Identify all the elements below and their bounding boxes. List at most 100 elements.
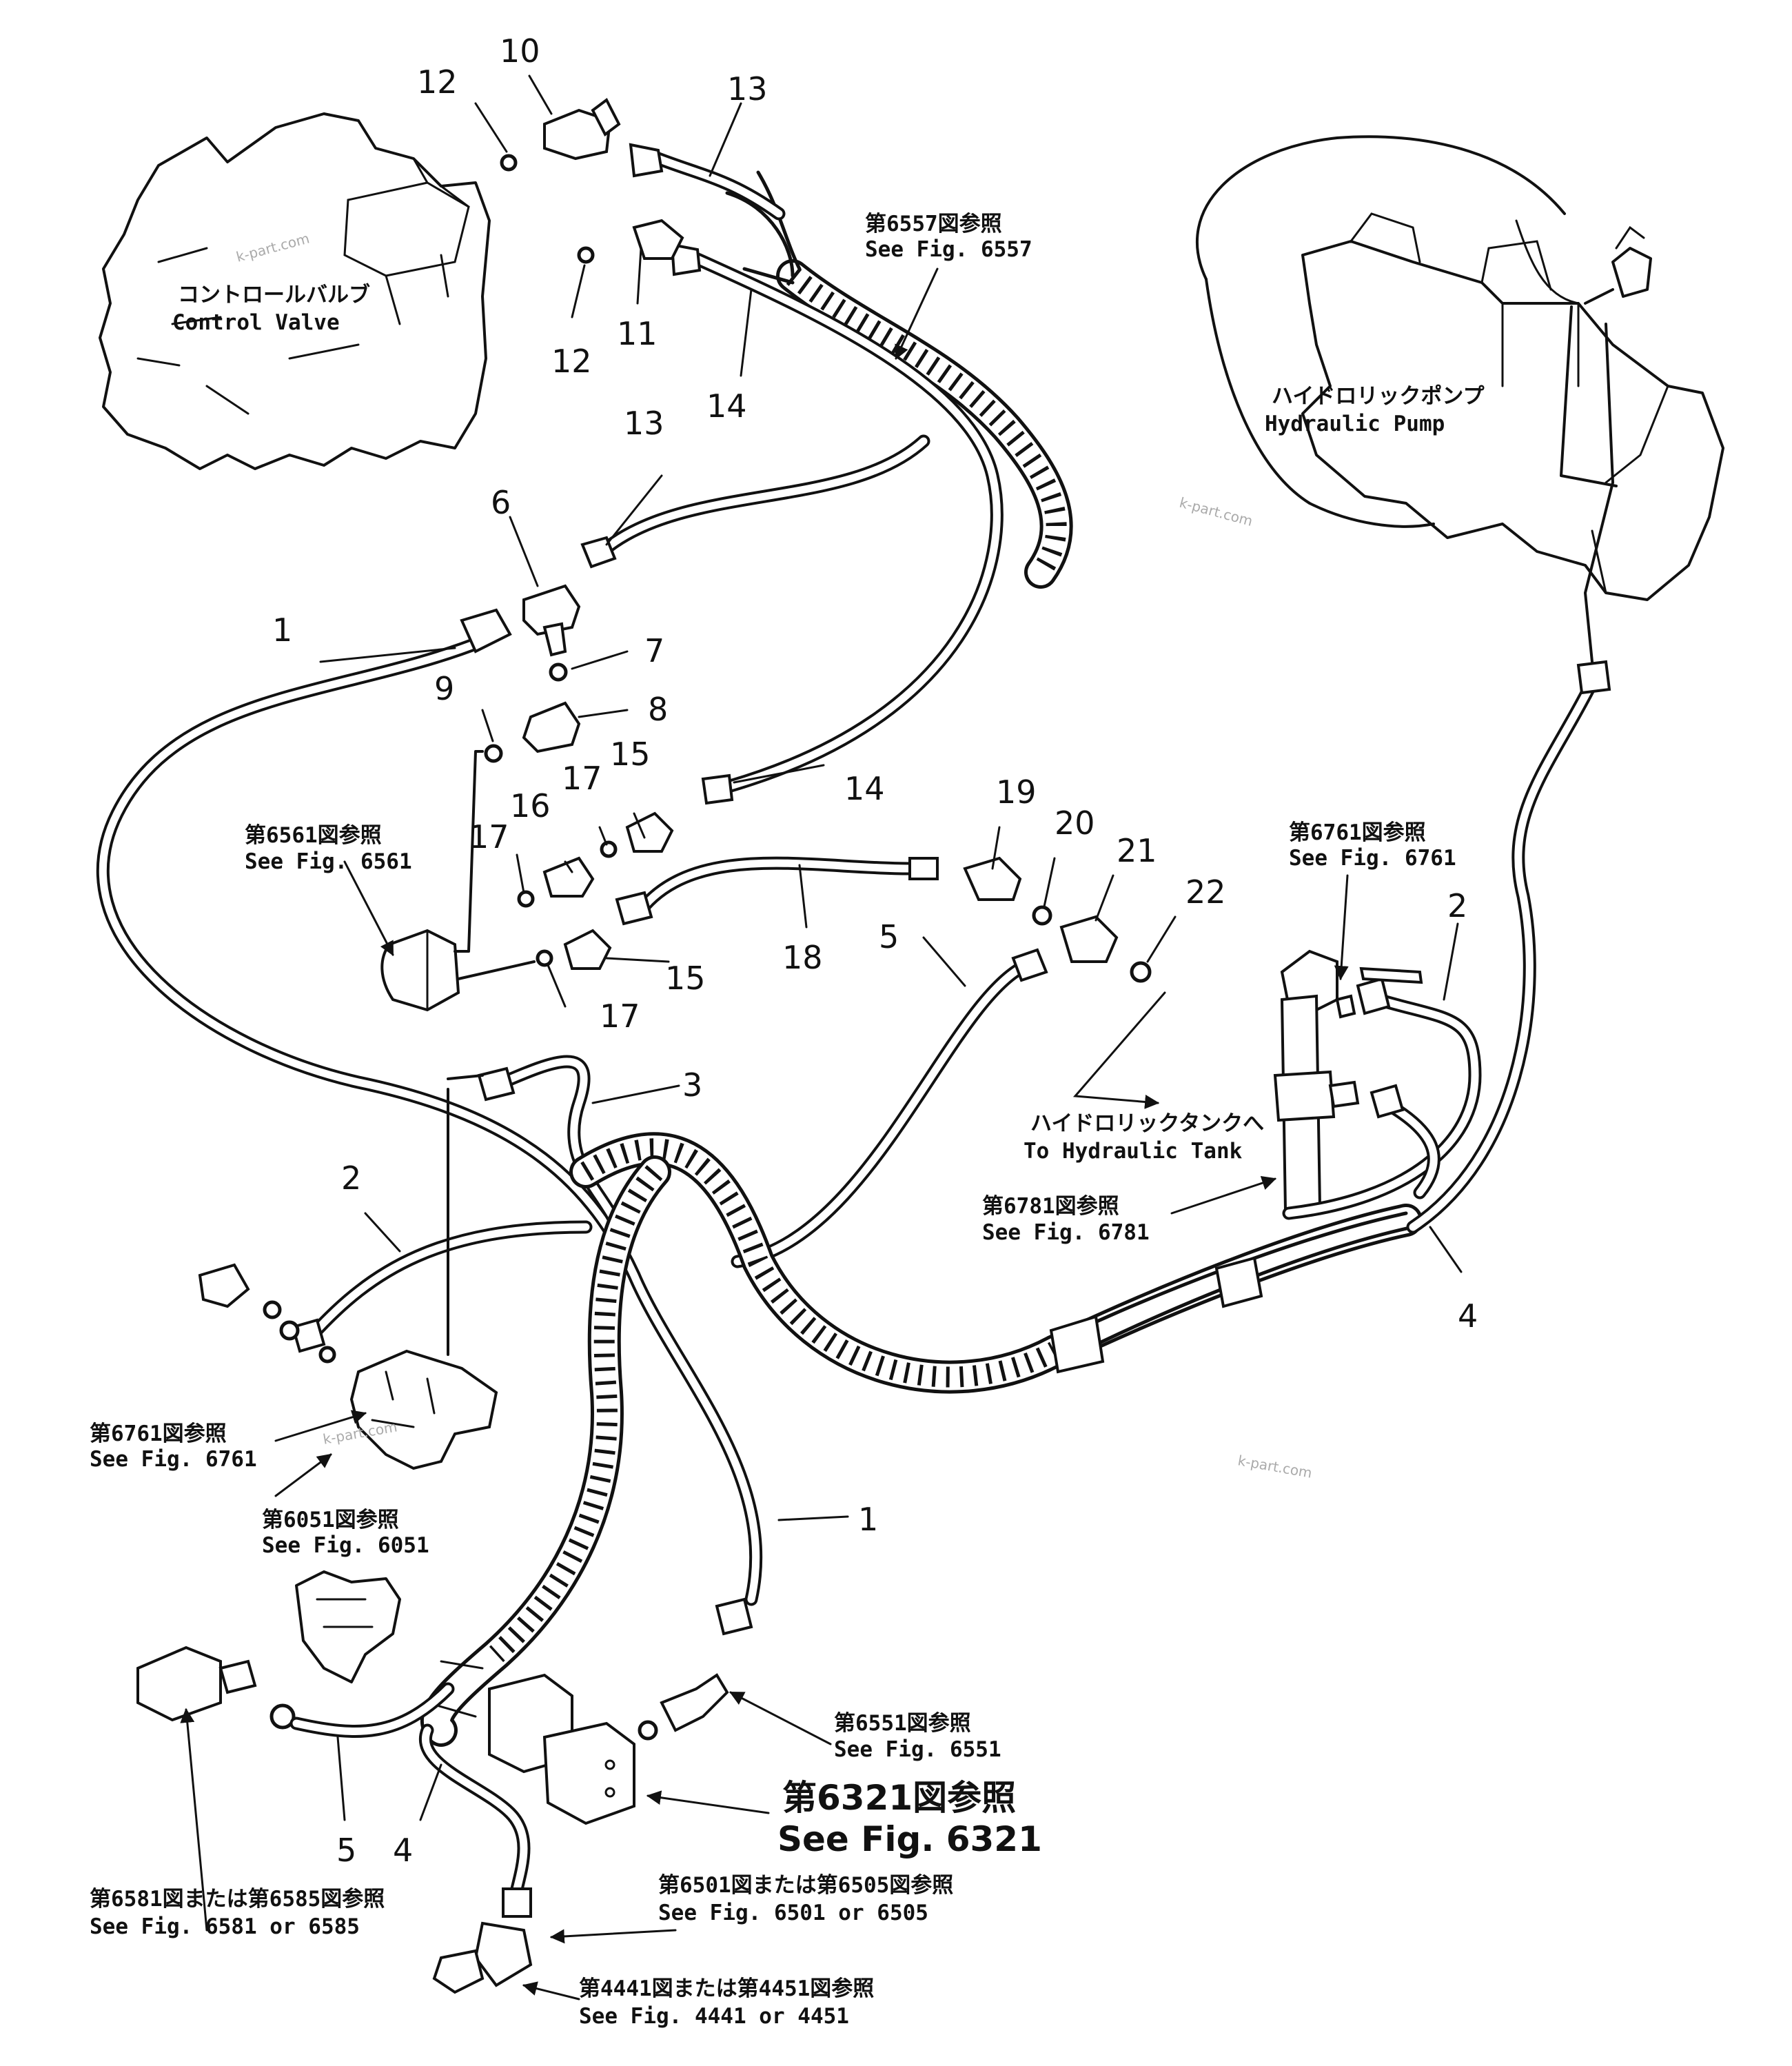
callout-1: 1 — [272, 611, 292, 649]
o-ring-22 — [1130, 961, 1152, 983]
svg-text:See Fig. 6557: See Fig. 6557 — [865, 237, 1032, 262]
fitting-6 — [522, 584, 581, 657]
callout-1: 1 — [858, 1501, 878, 1538]
tank-pipe — [1273, 949, 1360, 1212]
callout-numbers: 10 12 13 12 11 14 13 6 1 7 9 8 14 15 17 … — [272, 32, 1478, 1869]
reference-arrows — [180, 267, 1349, 2001]
manifold-small — [295, 1570, 401, 1683]
svg-text:ハイドロリックタンクへ: ハイドロリックタンクへ — [1030, 1111, 1264, 1136]
svg-text:第6581図または第6585図参照: 第6581図または第6585図参照 — [90, 1887, 385, 1912]
hose-2-left — [291, 1220, 593, 1353]
label-fig-6781: 第6781図参照 See Fig. 6781 — [982, 1194, 1150, 1245]
hydraulic-pump — [1196, 135, 1724, 663]
svg-text:Hydraulic Pump: Hydraulic Pump — [1265, 412, 1445, 436]
svg-text:See Fig. 6551: See Fig. 6551 — [834, 1737, 1001, 1762]
o-ring-20 — [1032, 905, 1052, 926]
svg-text:第6557図参照: 第6557図参照 — [865, 212, 1002, 236]
svg-text:See Fig. 6501 or 6505: See Fig. 6501 or 6505 — [658, 1901, 928, 1925]
callout-14: 14 — [844, 770, 885, 807]
svg-text:See Fig. 6761: See Fig. 6761 — [90, 1447, 257, 1472]
o-ring-9 — [484, 744, 503, 763]
label-control-valve: コントロールバルブ Control Valve — [172, 283, 370, 335]
callout-4: 4 — [1458, 1297, 1478, 1335]
watermark: k-part.com — [1236, 1452, 1313, 1481]
callout-19: 19 — [996, 773, 1037, 811]
label-fig-6501: 第6501図または第6505図参照 See Fig. 6501 or 6505 — [658, 1873, 953, 1925]
svg-text:第6551図参照: 第6551図参照 — [834, 1711, 971, 1736]
svg-text:第6781図参照: 第6781図参照 — [982, 1194, 1119, 1219]
callout-21: 21 — [1117, 832, 1157, 869]
o-ring-7 — [549, 662, 568, 682]
hose-5 — [731, 948, 1048, 1268]
o-ring-17c — [536, 949, 553, 967]
label-fig-6051: 第6051図参照 See Fig. 6051 — [262, 1508, 429, 1558]
hose-4-right — [1370, 660, 1611, 1234]
hose-4-lower — [419, 1723, 533, 1994]
callout-17: 17 — [469, 818, 509, 855]
o-ring-17a — [600, 840, 618, 858]
callout-17: 17 — [600, 997, 640, 1035]
o-ring-12b — [577, 246, 595, 264]
o-ring-17b — [517, 890, 535, 908]
hose-bundle-main — [569, 1132, 1423, 1394]
callout-9: 9 — [434, 670, 454, 707]
watermark: k-part.com — [1178, 494, 1254, 529]
block-6321 — [426, 1660, 635, 1825]
svg-text:See Fig. 4441 or 4451: See Fig. 4441 or 4451 — [579, 2004, 849, 2029]
svg-text:ハイドロリックポンプ: ハイドロリックポンプ — [1272, 384, 1485, 409]
reference-labels: コントロールバルブ Control Valve ハイドロリックポンプ Hydra… — [90, 212, 1485, 2029]
hose-2-right — [1282, 966, 1482, 1220]
svg-text:コントロールバルブ: コントロールバルブ — [178, 283, 370, 307]
callout-15: 15 — [610, 736, 651, 773]
svg-text:第6761図参照: 第6761図参照 — [90, 1421, 227, 1446]
svg-text:See Fig. 6051: See Fig. 6051 — [262, 1533, 429, 1558]
hose-3 — [477, 1055, 627, 1241]
hose-bundle-down — [420, 1155, 671, 1747]
label-hydraulic-pump: ハイドロリックポンプ Hydraulic Pump — [1265, 384, 1485, 436]
fitting-16 — [542, 856, 595, 898]
label-fig-6551: 第6551図参照 See Fig. 6551 — [834, 1711, 1001, 1762]
callout-17: 17 — [562, 760, 602, 797]
svg-text:See Fig. 6581 or 6585: See Fig. 6581 or 6585 — [90, 1914, 360, 1939]
svg-text:第6321図参照: 第6321図参照 — [782, 1778, 1016, 1818]
callout-10: 10 — [500, 32, 540, 70]
hose-18 — [615, 856, 939, 926]
hose-14-long — [670, 243, 1004, 805]
svg-text:To Hydraulic Tank: To Hydraulic Tank — [1024, 1139, 1243, 1164]
label-fig-6761-right: 第6761図参照 See Fig. 6761 — [1289, 820, 1456, 871]
label-fig-6557: 第6557図参照 See Fig. 6557 — [865, 212, 1032, 262]
watermark: k-part.com — [234, 230, 311, 265]
callout-2: 2 — [1447, 887, 1467, 924]
fitting-15b — [563, 929, 612, 970]
svg-text:See Fig. 6321: See Fig. 6321 — [777, 1819, 1042, 1859]
svg-text:See Fig. 6561: See Fig. 6561 — [245, 849, 412, 874]
svg-text:Control Valve: Control Valve — [172, 310, 340, 335]
label-fig-6761-left: 第6761図参照 See Fig. 6761 — [90, 1421, 257, 1472]
callout-3: 3 — [682, 1066, 702, 1104]
control-valve — [99, 112, 491, 470]
callout-12: 12 — [551, 343, 592, 380]
o-ring-12a — [500, 154, 518, 172]
label-fig-4441: 第4441図または第4451図参照 See Fig. 4441 or 4451 — [579, 1976, 874, 2029]
elbow-6551 — [638, 1673, 729, 1741]
callout-2: 2 — [341, 1159, 361, 1197]
label-fig-6581: 第6581図または第6585図参照 See Fig. 6581 or 6585 — [90, 1887, 385, 1939]
svg-text:第6051図参照: 第6051図参照 — [262, 1508, 399, 1532]
svg-text:第6501図または第6505図参照: 第6501図または第6505図参照 — [658, 1873, 953, 1898]
fitting-8 — [522, 701, 581, 753]
callout-18: 18 — [782, 939, 823, 976]
callout-22: 22 — [1185, 873, 1226, 911]
callout-4: 4 — [393, 1832, 413, 1869]
hose-13-upper — [629, 143, 786, 221]
fitting-15a — [625, 811, 674, 853]
callout-16: 16 — [510, 787, 551, 824]
label-fig-6321: 第6321図参照 See Fig. 6321 — [777, 1778, 1042, 1859]
hose-bundle-top — [725, 170, 1073, 589]
hose-13-lower — [580, 434, 930, 569]
callout-11: 11 — [617, 315, 658, 352]
callout-7: 7 — [644, 632, 664, 669]
label-fig-6561: 第6561図参照 See Fig. 6561 — [245, 823, 412, 874]
svg-text:第6561図参照: 第6561図参照 — [245, 823, 382, 848]
callout-20: 20 — [1055, 804, 1095, 842]
